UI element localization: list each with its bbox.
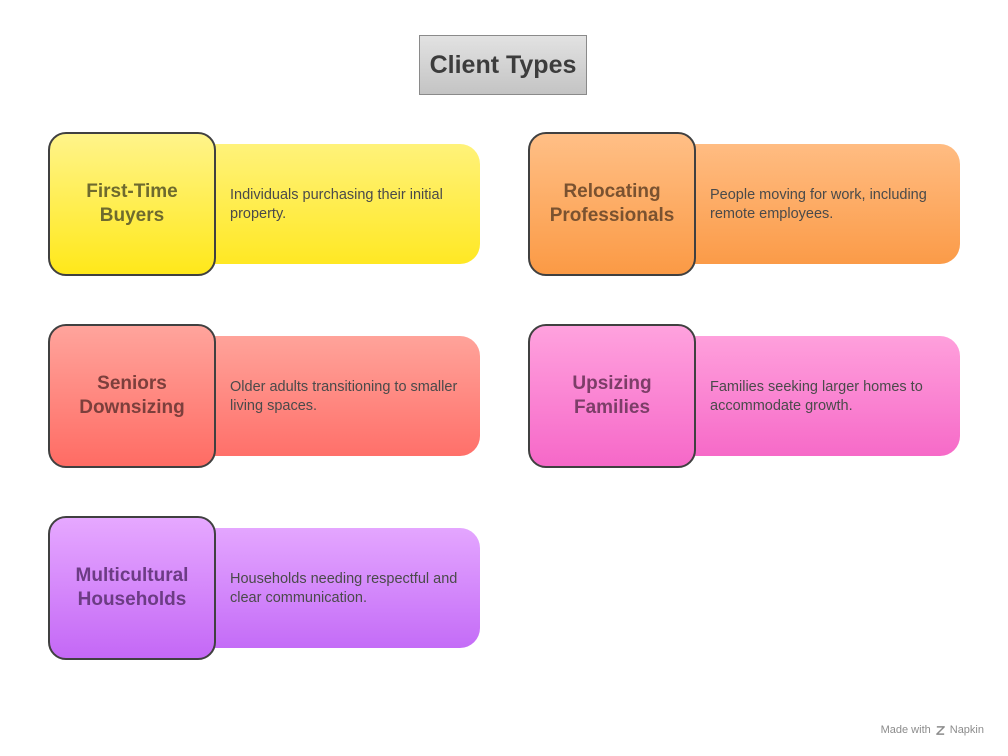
client-type-label: Multicultural Households [48, 516, 216, 660]
napkin-watermark[interactable]: Made with Napkin [881, 724, 984, 736]
client-type-description: Individuals purchasing their initial pro… [208, 144, 480, 264]
napkin-logo-icon [935, 725, 945, 735]
client-type-label: Relocating Professionals [528, 132, 696, 276]
client-type-label: Upsizing Families [528, 324, 696, 468]
watermark-brand: Napkin [949, 724, 984, 736]
client-type-description: Older adults transitioning to smaller li… [208, 336, 480, 456]
client-type-label: First-Time Buyers [48, 132, 216, 276]
client-type-description: Households needing respectful and clear … [208, 528, 480, 648]
watermark-prefix: Made with [880, 724, 931, 736]
client-type-card-multicultural-households: Households needing respectful and clear … [48, 516, 480, 660]
client-type-card-seniors-downsizing: Older adults transitioning to smaller li… [48, 324, 480, 468]
client-type-description: Families seeking larger homes to accommo… [688, 336, 960, 456]
client-type-card-upsizing-families: Families seeking larger homes to accommo… [528, 324, 960, 468]
client-type-card-first-time-buyers: Individuals purchasing their initial pro… [48, 132, 480, 276]
client-type-card-relocating-professionals: People moving for work, including remote… [528, 132, 960, 276]
client-type-description: People moving for work, including remote… [688, 144, 960, 264]
client-type-label: Seniors Downsizing [48, 324, 216, 468]
diagram-title: Client Types [419, 35, 587, 95]
